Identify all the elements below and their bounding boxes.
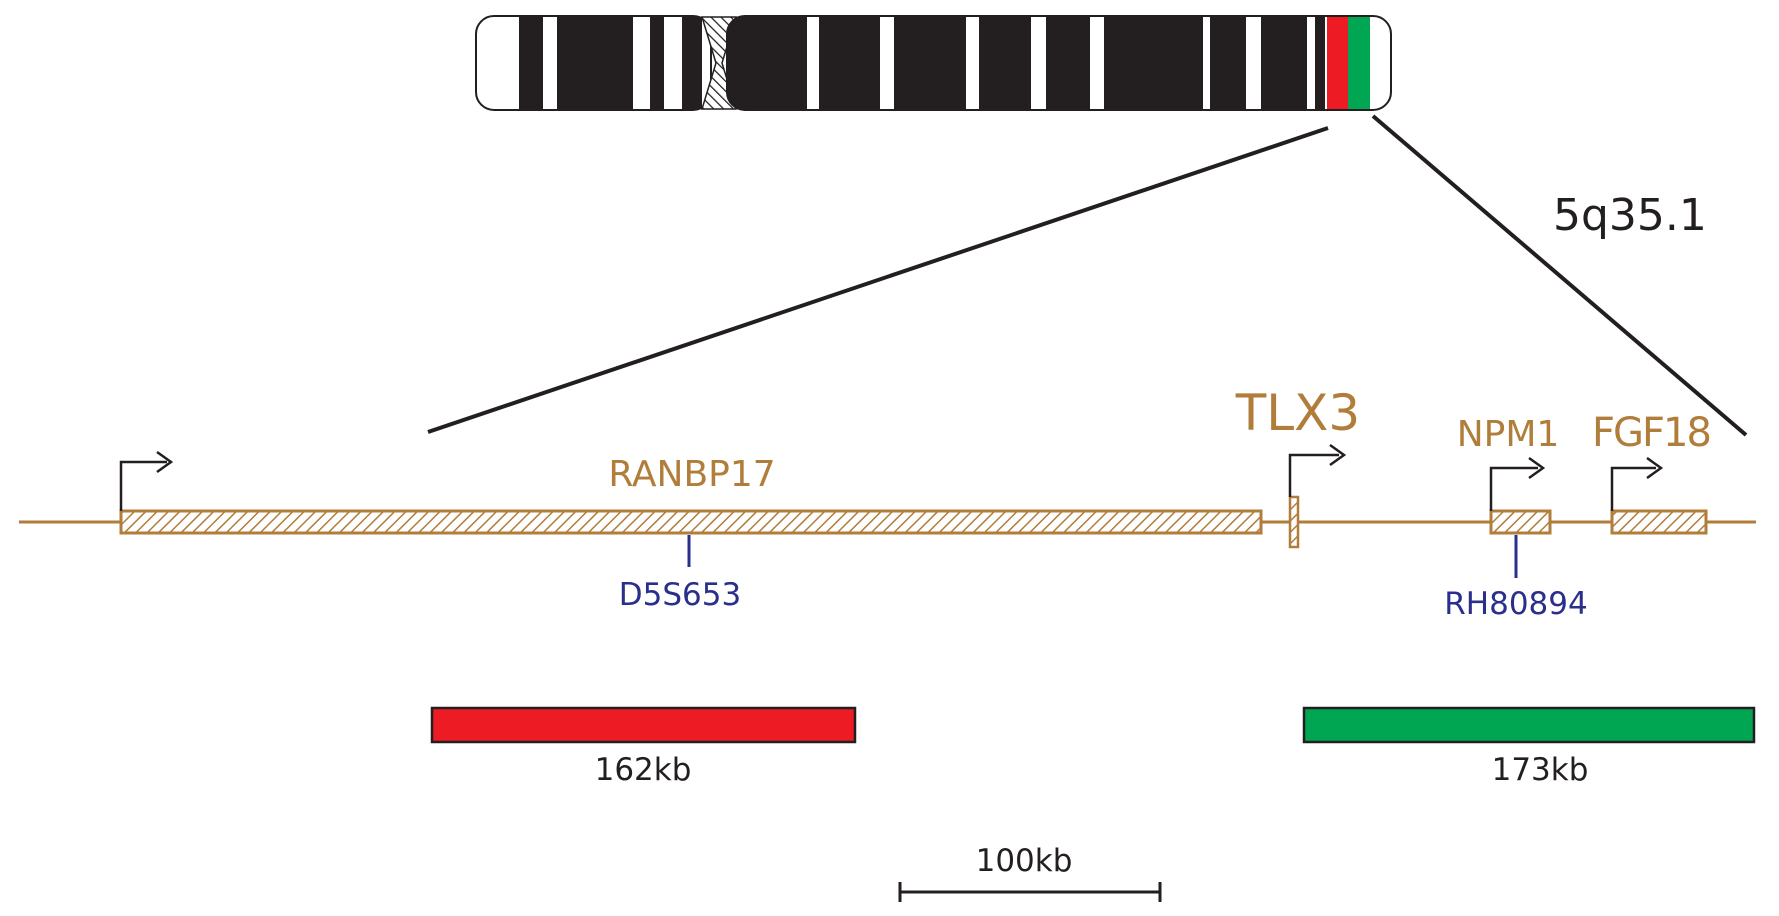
gene-tlx3-box (1288, 495, 1300, 549)
tss-arrow-icon (1610, 456, 1664, 511)
chromosome-q-arm-outline (726, 15, 1392, 111)
chromosome-ideogram (475, 15, 1392, 111)
gene-label-ranbp17: RANBP17 (608, 454, 775, 495)
gene-fgf18-box (1610, 509, 1708, 535)
gene-npm1-box (1489, 509, 1552, 535)
probe-green-size: 173kb (1492, 752, 1589, 788)
gene-label-tlx3: TLX3 (1235, 384, 1360, 442)
gene-label-npm1: NPM1 (1457, 414, 1560, 455)
probe-green-bar (1302, 706, 1756, 744)
marker-label-d5s653: D5S653 (619, 577, 741, 613)
tss-arrow-icon (119, 450, 174, 511)
chromosome-p-arm (476, 16, 711, 110)
probe-red-bar (430, 706, 857, 744)
marker-label-rh80894: RH80894 (1444, 586, 1587, 622)
gene-ranbp17-box (119, 509, 1263, 535)
chromosome-p-arm-outline (475, 15, 712, 111)
band-label: 5q35.1 (1553, 190, 1707, 241)
red-probe-band (1327, 16, 1348, 110)
gene-label-fgf18: FGF18 (1592, 410, 1710, 456)
scale-bar (898, 882, 1162, 902)
green-probe-band (1348, 16, 1370, 110)
tss-arrow-icon (1288, 443, 1347, 497)
tss-arrow-icon (1489, 456, 1546, 511)
chromosome-q-arm (727, 16, 1391, 110)
zoom-line-left (427, 126, 1329, 434)
scale-bar-label: 100kb (976, 843, 1073, 879)
probe-red-size: 162kb (595, 752, 692, 788)
zoom-line-right (1371, 114, 1748, 437)
